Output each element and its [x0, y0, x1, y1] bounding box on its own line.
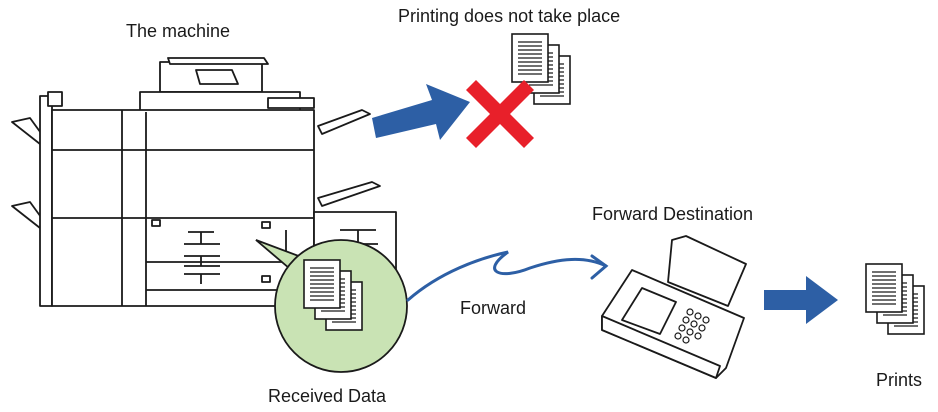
forward-label: Forward	[460, 298, 527, 318]
machine-icon	[11, 57, 397, 307]
cross-icon	[466, 80, 534, 148]
received-data-bubble	[255, 239, 408, 373]
arrow-icon	[372, 84, 470, 140]
received-data-label: Received Data	[268, 386, 387, 406]
forward-arrow-icon	[406, 250, 609, 302]
prints-label: Prints	[876, 370, 923, 390]
fax-icon	[601, 235, 747, 379]
prints-document-icon	[866, 264, 924, 334]
forward-destination-label: Forward Destination	[592, 204, 754, 224]
machine-label: The machine	[126, 21, 231, 41]
no-print-label: Printing does not take place	[398, 6, 621, 26]
arrow-icon	[764, 276, 838, 324]
